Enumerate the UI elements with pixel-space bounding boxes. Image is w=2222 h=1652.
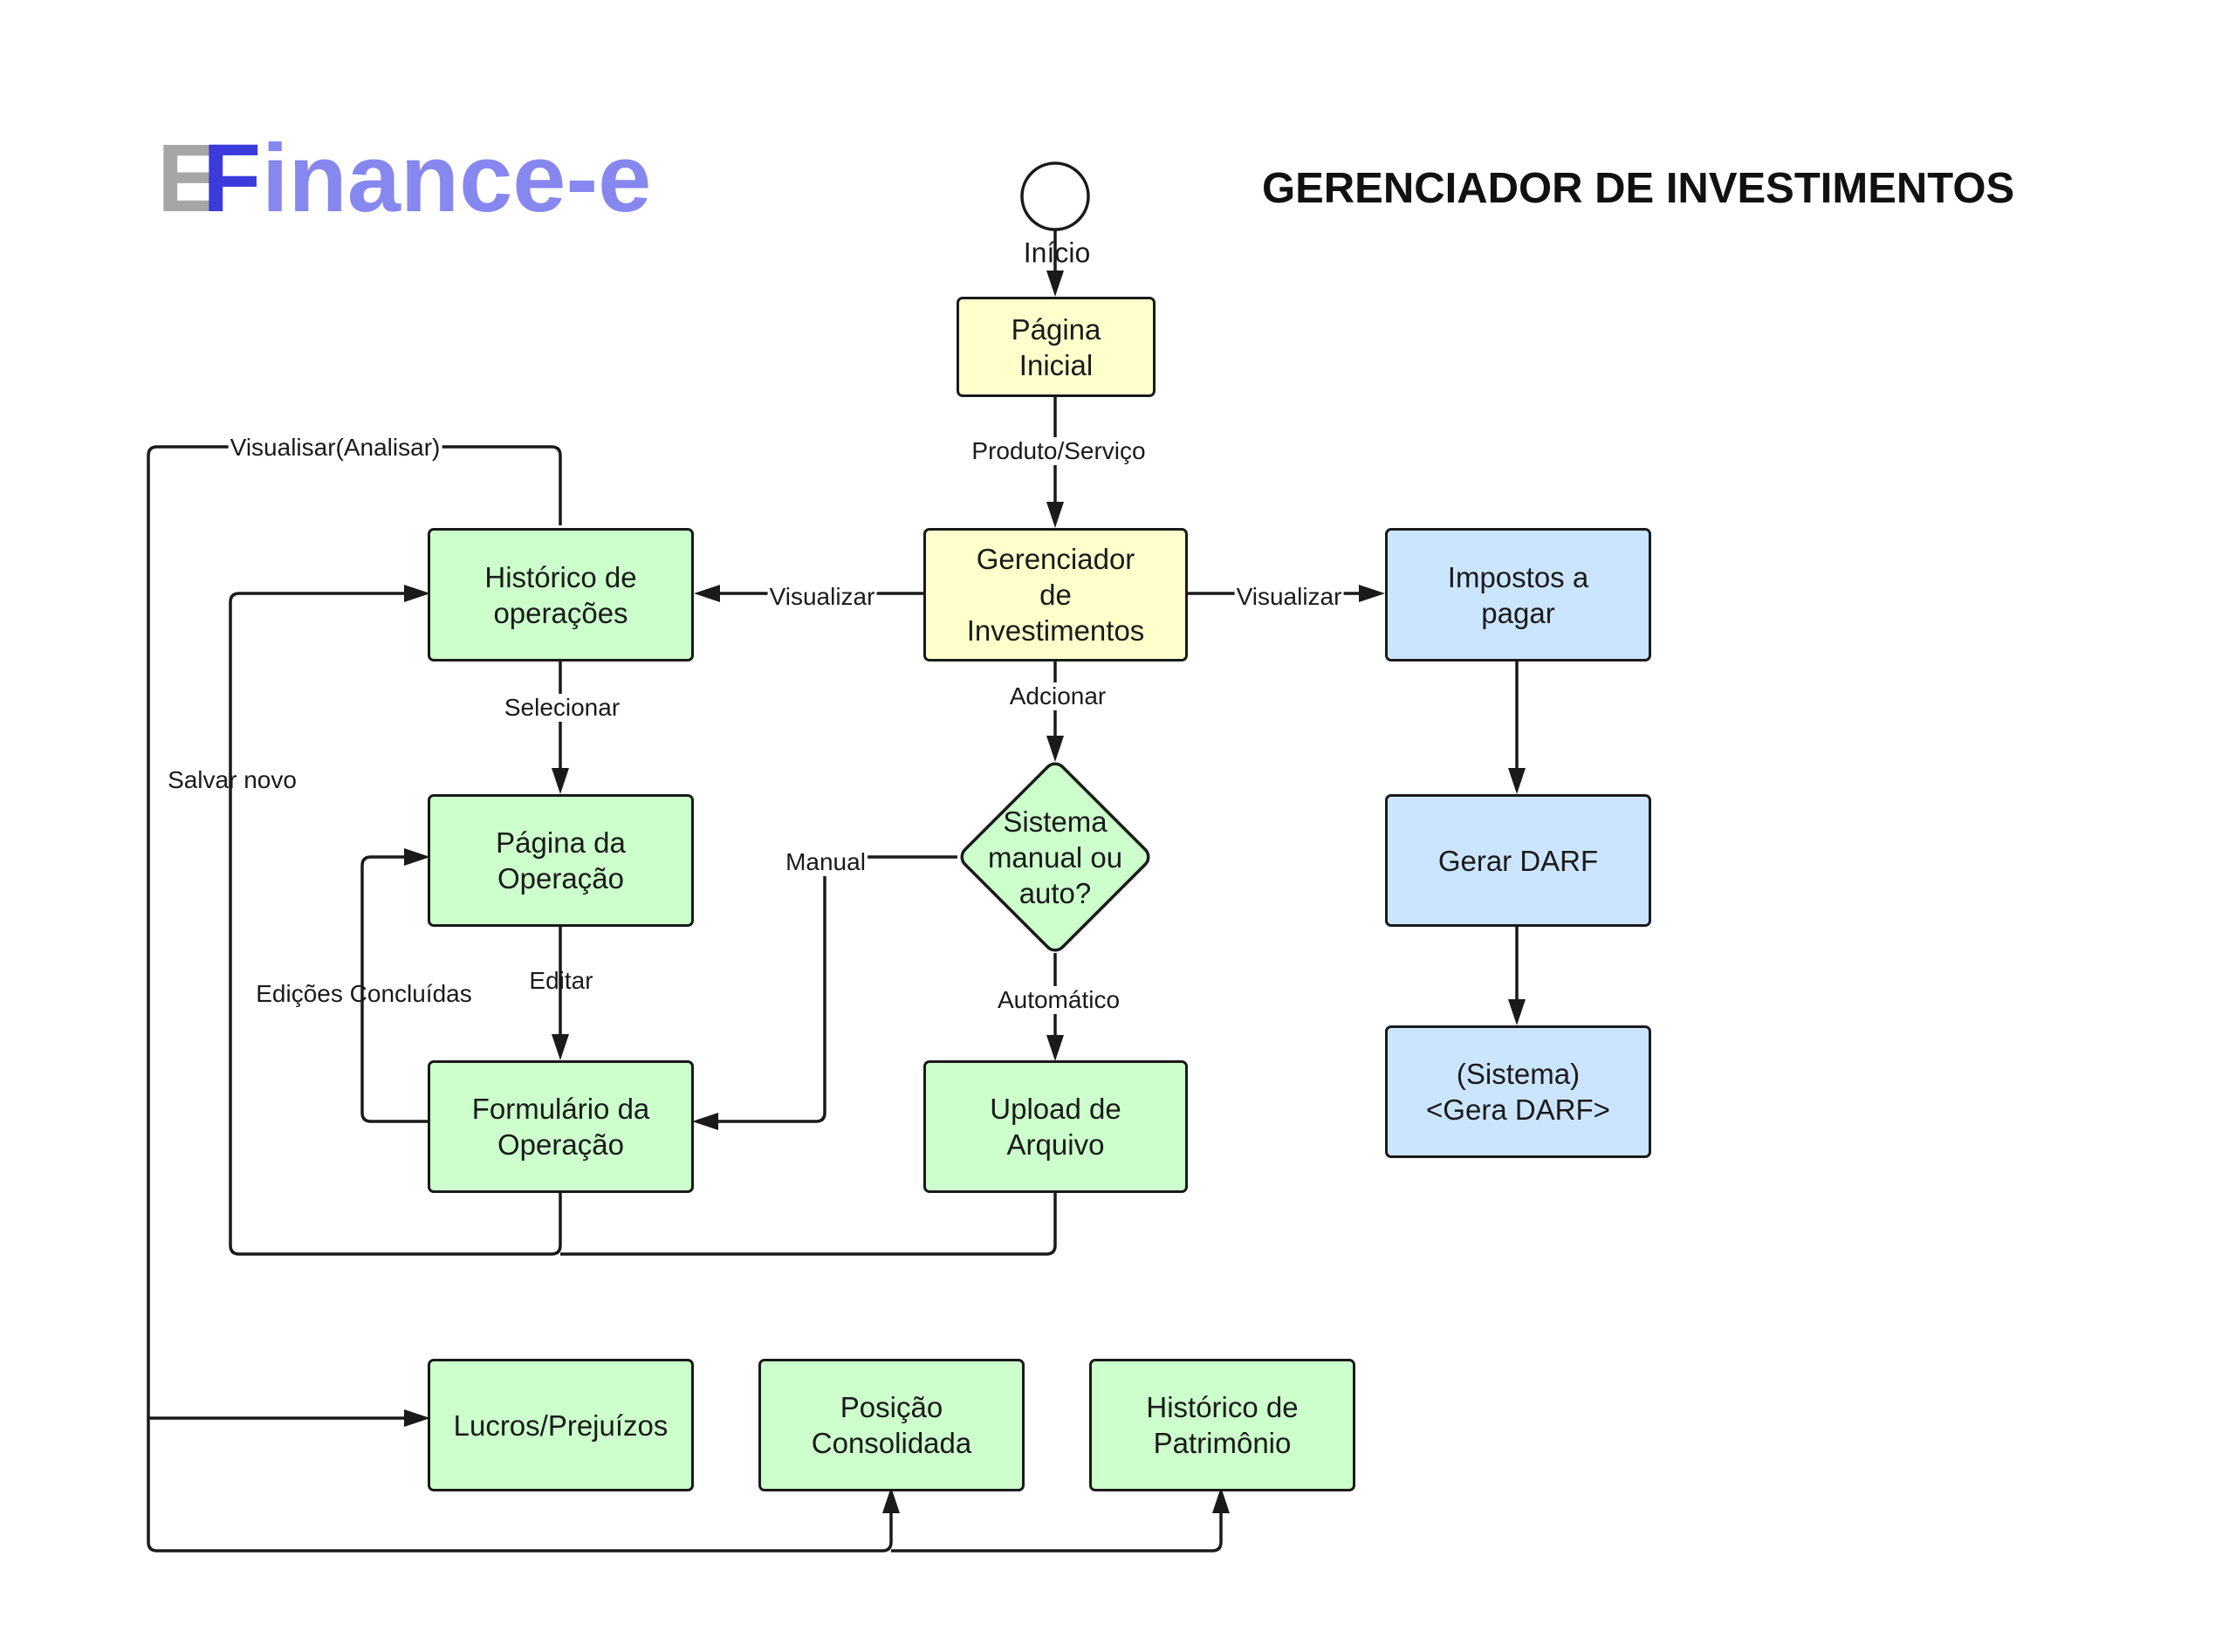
node-sistema-gera-darf: (Sistema) <Gera DARF> (1385, 1025, 1651, 1158)
edge-label-visualizar-right: Visualizar (1234, 583, 1344, 611)
decision-diamond (960, 762, 1150, 952)
edge-label-produto-servico: Produto/Serviço (970, 437, 1148, 465)
arrowhead-formulario-manual (692, 1113, 718, 1130)
diagram-title: GERENCIADOR DE INVESTIMENTOS (1262, 165, 2015, 212)
node-upload-de-arquivo: Upload de Arquivo (923, 1060, 1188, 1193)
arrowhead-patrimonio (1212, 1487, 1230, 1513)
node-formulario-da-operacao: Formulário da Operação (428, 1060, 694, 1193)
logo-letter-f: F (202, 125, 262, 232)
logo-letter-e: E (157, 125, 222, 232)
node-impostos-a-pagar: Impostos a pagar (1385, 528, 1651, 661)
start-node (1020, 161, 1090, 231)
edge-analise-to-patrimonio (891, 1498, 1223, 1553)
edge-label-selecionar: Selecionar (502, 694, 622, 722)
edge-label-adcionar: Adcionar (1007, 682, 1108, 710)
arrowhead-pagina-inicial (1046, 271, 1064, 297)
edge-label-automatico: Automático (995, 986, 1122, 1014)
edge-formulario-to-pagina-operacao (360, 855, 428, 1123)
node-pagina-inicial: Página Inicial (957, 297, 1156, 397)
arrowhead-sistema-darf (1508, 999, 1526, 1025)
arrowhead-historico-loop (404, 585, 430, 602)
edge-label-edicoes-concluidas: Edições Concluídas (256, 980, 472, 1007)
arrowhead-decisao (1046, 736, 1064, 762)
edge-decisao-to-formulario-manual (699, 855, 957, 1123)
edge-label-editar: Editar (529, 967, 593, 994)
arrowhead-impostos (1359, 585, 1385, 602)
logo-text: inance-e (262, 125, 652, 232)
node-historico-de-operacoes: Histórico de operações (428, 528, 694, 661)
edge-upload-to-salvar-novo (560, 1189, 1057, 1256)
arrowhead-pagina-operacao (552, 768, 569, 794)
edge-label-visualisar-analisar: Visualisar(Analisar) (228, 434, 442, 462)
node-gerenciador-de-investimentos: Gerenciador de Investimentos (923, 528, 1188, 661)
start-label: Início (1023, 236, 1091, 269)
node-lucros-prejuizos: Lucros/Prejuízos (428, 1359, 694, 1491)
arrowhead-posicao (882, 1487, 900, 1513)
arrowhead-historico-from-gerenciador (694, 585, 720, 602)
arrowhead-gerenciador (1046, 502, 1064, 528)
edge-label-salvar-novo: Salvar novo (168, 766, 297, 793)
arrowhead-pagina-operacao-loop (404, 848, 430, 866)
arrowhead-lucros (404, 1409, 430, 1427)
arrowhead-gerar-darf (1508, 768, 1526, 794)
edge-salvar-novo (229, 592, 562, 1256)
arrowhead-upload (1046, 1035, 1064, 1061)
edge-historico-to-analise (147, 445, 893, 1553)
edge-label-manual: Manual (784, 848, 868, 876)
node-gerar-darf: Gerar DARF (1385, 794, 1651, 927)
node-historico-de-patrimonio: Histórico de Patrimônio (1089, 1359, 1355, 1491)
arrowhead-formulario (552, 1034, 569, 1060)
node-decisao-manual-ou-auto: Sistema manual ou auto? (987, 805, 1123, 909)
node-pagina-da-operacao: Página da Operação (428, 794, 694, 927)
edge-label-visualizar-left: Visualizar (767, 583, 877, 611)
node-posicao-consolidada: Posição Consolidada (758, 1359, 1025, 1491)
